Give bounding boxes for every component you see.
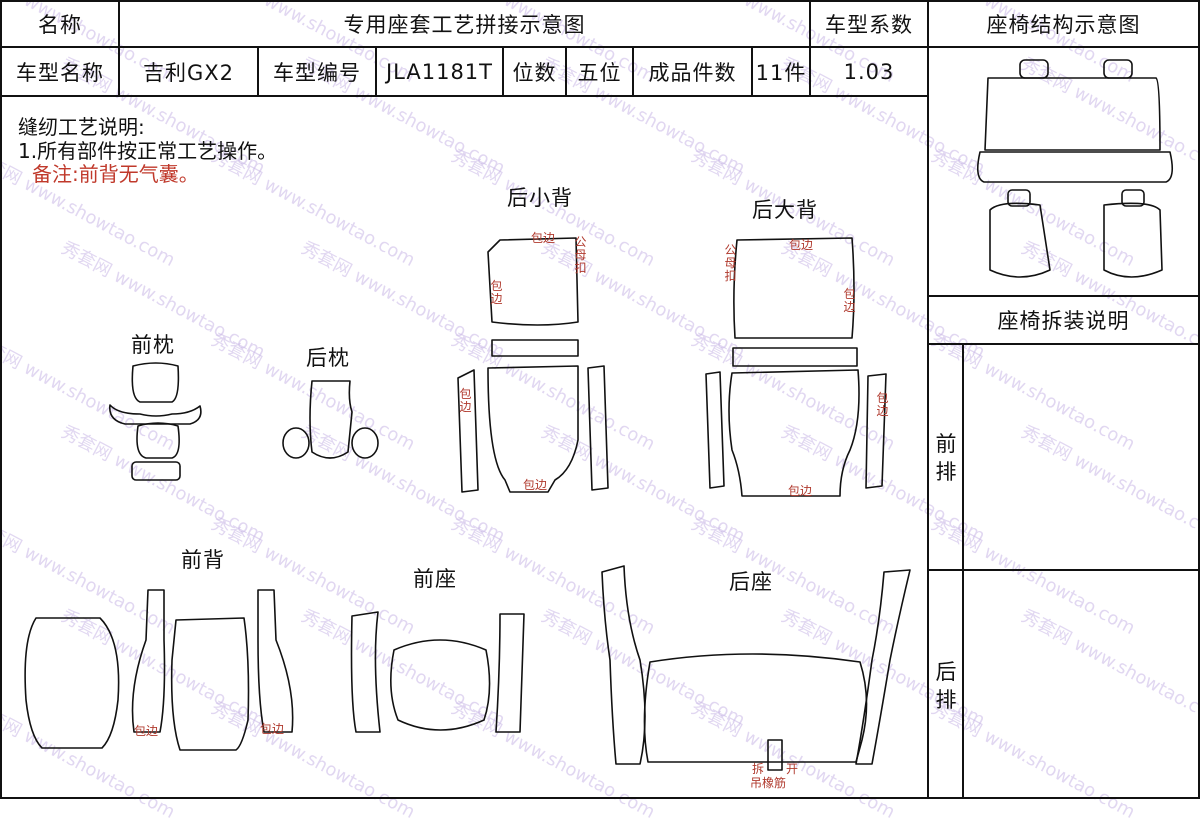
label-rear-seat: 后座: [729, 570, 773, 594]
mark-binding: 包边: [531, 231, 556, 245]
mark-binding: 包边: [260, 722, 285, 736]
notes-heading: 缝纫工艺说明:: [18, 115, 145, 139]
structure-rear-back: [984, 77, 1161, 151]
rear-large-back-right-side: [865, 373, 887, 489]
rear-small-back-strip: [491, 339, 579, 357]
front-row-label: 前排: [934, 430, 958, 486]
mark-binding: 包边: [843, 287, 856, 314]
label-front-headrest: 前枕: [131, 333, 175, 357]
structure-title: 座椅结构示意图: [986, 13, 1141, 37]
front-headrest-strip: [131, 461, 181, 481]
model-no-value: JLA1181T: [385, 59, 493, 84]
mark-binding: 包边: [789, 238, 814, 252]
mark-binding: 包边: [134, 724, 159, 738]
notes-line1: 1.所有部件按正常工艺操作。: [18, 139, 278, 163]
name-label: 名称: [38, 13, 82, 37]
front-headrest-band: [108, 404, 202, 425]
rear-small-back-right-side: [587, 365, 609, 491]
rear-small-back-left-side: [457, 369, 479, 493]
structure-headrest-right: [1103, 59, 1133, 79]
seats-value: 五位: [577, 60, 622, 85]
front-headrest-bottom: [136, 422, 180, 459]
pieces-label: 成品件数: [648, 60, 737, 85]
notes-remark: 备注:前背无气囊。: [32, 162, 199, 186]
rear-row-text: 后排: [935, 660, 957, 712]
front-back-center: [170, 617, 250, 751]
mark-elastic-band: 吊橡筋: [750, 776, 787, 790]
front-headrest-top: [131, 362, 180, 403]
structure-front-right: [1103, 202, 1163, 278]
mark-binding: 包边: [523, 478, 548, 492]
label-rear-small-back: 后小背: [507, 186, 573, 210]
rear-seat-left-side: [601, 565, 646, 765]
model-name-value: 吉利GX2: [142, 60, 235, 85]
front-seat-main: [390, 639, 491, 731]
front-back-main: [24, 617, 120, 749]
rear-large-back-main: [728, 369, 860, 497]
pieces-value: 11件: [755, 60, 807, 85]
rear-large-back-top: [733, 237, 855, 339]
coef-value: 1.03: [843, 59, 895, 84]
front-row-text: 前排: [935, 432, 957, 484]
structure-rear-cushion: [976, 151, 1174, 183]
mark-open: 开: [786, 762, 799, 776]
model-no-label: 车型编号: [273, 60, 361, 85]
disassembly-title: 座椅拆装说明: [997, 309, 1130, 333]
mark-binding: 包边: [490, 279, 503, 306]
rear-headrest-side-right: [351, 427, 379, 459]
front-seat-right-side: [495, 613, 525, 733]
rear-headrest-side-left: [282, 427, 310, 459]
label-rear-large-back: 后大背: [752, 198, 818, 222]
structure-headrest-left: [1019, 59, 1049, 79]
rear-large-back-left-side: [705, 371, 725, 489]
structure-front-left: [989, 202, 1051, 278]
rear-small-back-main: [487, 365, 579, 493]
rear-seat-right-side: [855, 569, 911, 765]
pattern-drawing: [0, 0, 1200, 799]
rear-large-back-strip: [732, 347, 858, 367]
rear-row-label: 后排: [934, 658, 958, 714]
seats-label: 位数: [512, 60, 557, 85]
mark-binding: 包边: [459, 387, 472, 414]
coef-label: 车型系数: [825, 13, 913, 37]
mark-split: 拆: [752, 762, 765, 776]
outer-frame: [0, 0, 1200, 799]
rear-seat-tab: [767, 739, 783, 771]
mark-female-buckle: 公母扣: [574, 235, 587, 275]
page-title: 专用座套工艺拼接示意图: [343, 13, 586, 37]
rear-small-back-top: [487, 237, 579, 326]
mark-binding: 包边: [876, 391, 889, 418]
label-rear-headrest: 后枕: [306, 346, 350, 370]
mark-female-buckle: 公母扣: [724, 243, 737, 283]
front-seat-left-side: [350, 611, 381, 733]
front-back-left-side: [131, 589, 166, 733]
rear-headrest-main: [309, 380, 353, 459]
label-front-seat: 前座: [413, 567, 457, 591]
model-name-label: 车型名称: [16, 60, 104, 85]
label-front-back: 前背: [181, 548, 225, 572]
mark-binding: 包边: [788, 484, 813, 498]
front-back-right-side: [257, 589, 294, 733]
rear-seat-main: [643, 653, 868, 763]
